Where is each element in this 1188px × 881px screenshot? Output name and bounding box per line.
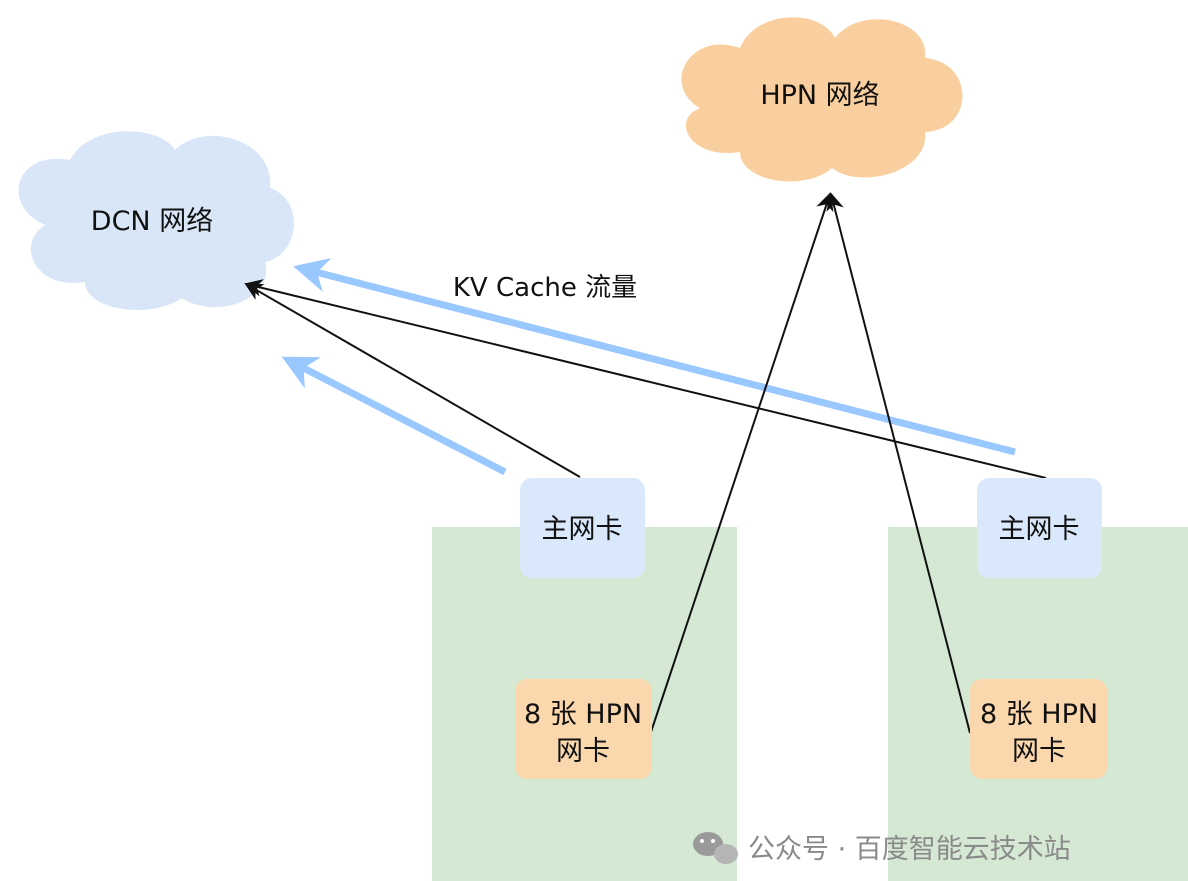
right-hpn-nic-box [970, 679, 1107, 779]
right-main-nic-box [977, 478, 1102, 578]
left-hpn-nic-to-hpn-line [649, 192, 834, 736]
left-main-nic-box [520, 478, 645, 578]
right-hpn-nic-label-line2: 网卡 [1012, 736, 1066, 767]
watermark-text: 公众号 · 百度智能云技术站 [748, 834, 1071, 865]
wechat-icon [693, 832, 738, 864]
left-hpn-nic-label-line2: 网卡 [556, 736, 610, 767]
left-hpn-nic-box [515, 679, 652, 779]
hpn-cloud [681, 17, 963, 182]
left-main-nic-to-dcn-line [244, 283, 581, 478]
dcn-cloud [18, 131, 294, 310]
kv-cache-arrow-left-server [281, 356, 507, 476]
right-hpn-nic-label-line1: 8 张 HPN [980, 699, 1098, 730]
right-hpn-nic-to-hpn-line [826, 192, 971, 734]
kv-cache-traffic-label: KV Cache 流量 [453, 273, 637, 303]
kv-cache-arrow-right-server [293, 258, 1016, 456]
dcn-cloud-label: DCN 网络 [91, 206, 213, 237]
left-hpn-nic-label-line1: 8 张 HPN [524, 699, 642, 730]
hpn-cloud-label: HPN 网络 [760, 80, 879, 111]
right-main-nic-label: 主网卡 [999, 514, 1080, 545]
left-main-nic-label: 主网卡 [542, 514, 623, 545]
right-main-nic-to-dcn-line [244, 279, 1047, 479]
